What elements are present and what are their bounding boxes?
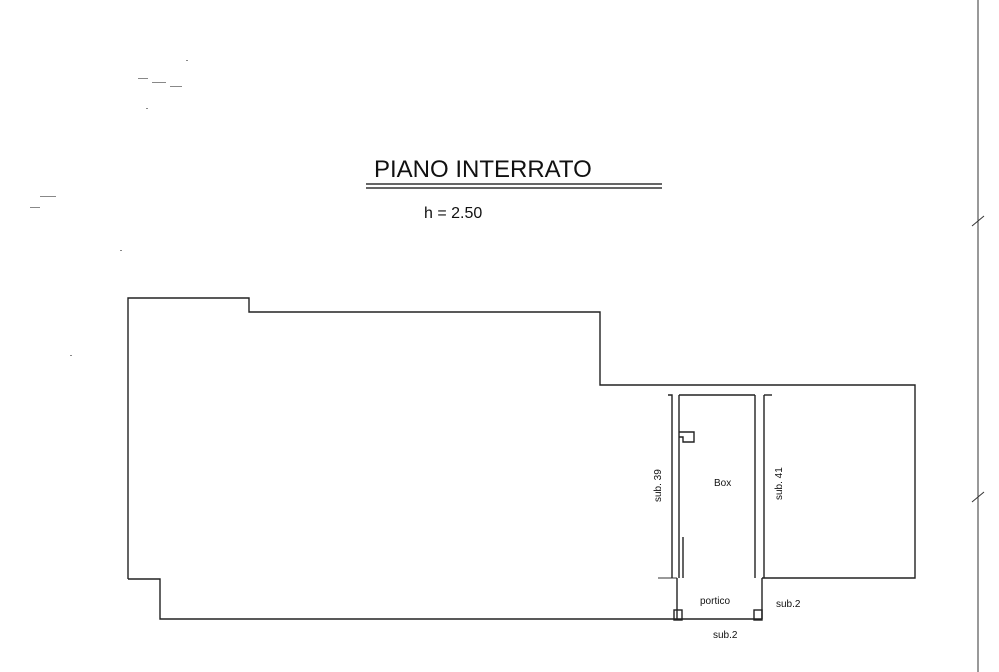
box-left-wall <box>668 394 673 578</box>
label-sub-39: sub. 39 <box>653 469 664 502</box>
basement-outline <box>127 297 916 579</box>
label-portico: portico <box>700 596 730 607</box>
label-sub-2-bottom: sub.2 <box>713 630 738 641</box>
label-box: Box <box>714 478 731 489</box>
scan-noise <box>30 60 188 356</box>
height-note: h = 2.50 <box>424 205 482 222</box>
portico-pillar-right <box>753 609 763 621</box>
label-sub-41: sub. 41 <box>774 467 785 500</box>
basement-outline-lower <box>128 578 677 620</box>
box-niche <box>679 431 695 443</box>
label-sub-2-right: sub.2 <box>776 599 801 610</box>
sheet-border <box>971 0 985 672</box>
portico-pillar-left <box>673 609 683 621</box>
drawing-title: PIANO INTERRATO <box>374 156 592 183</box>
